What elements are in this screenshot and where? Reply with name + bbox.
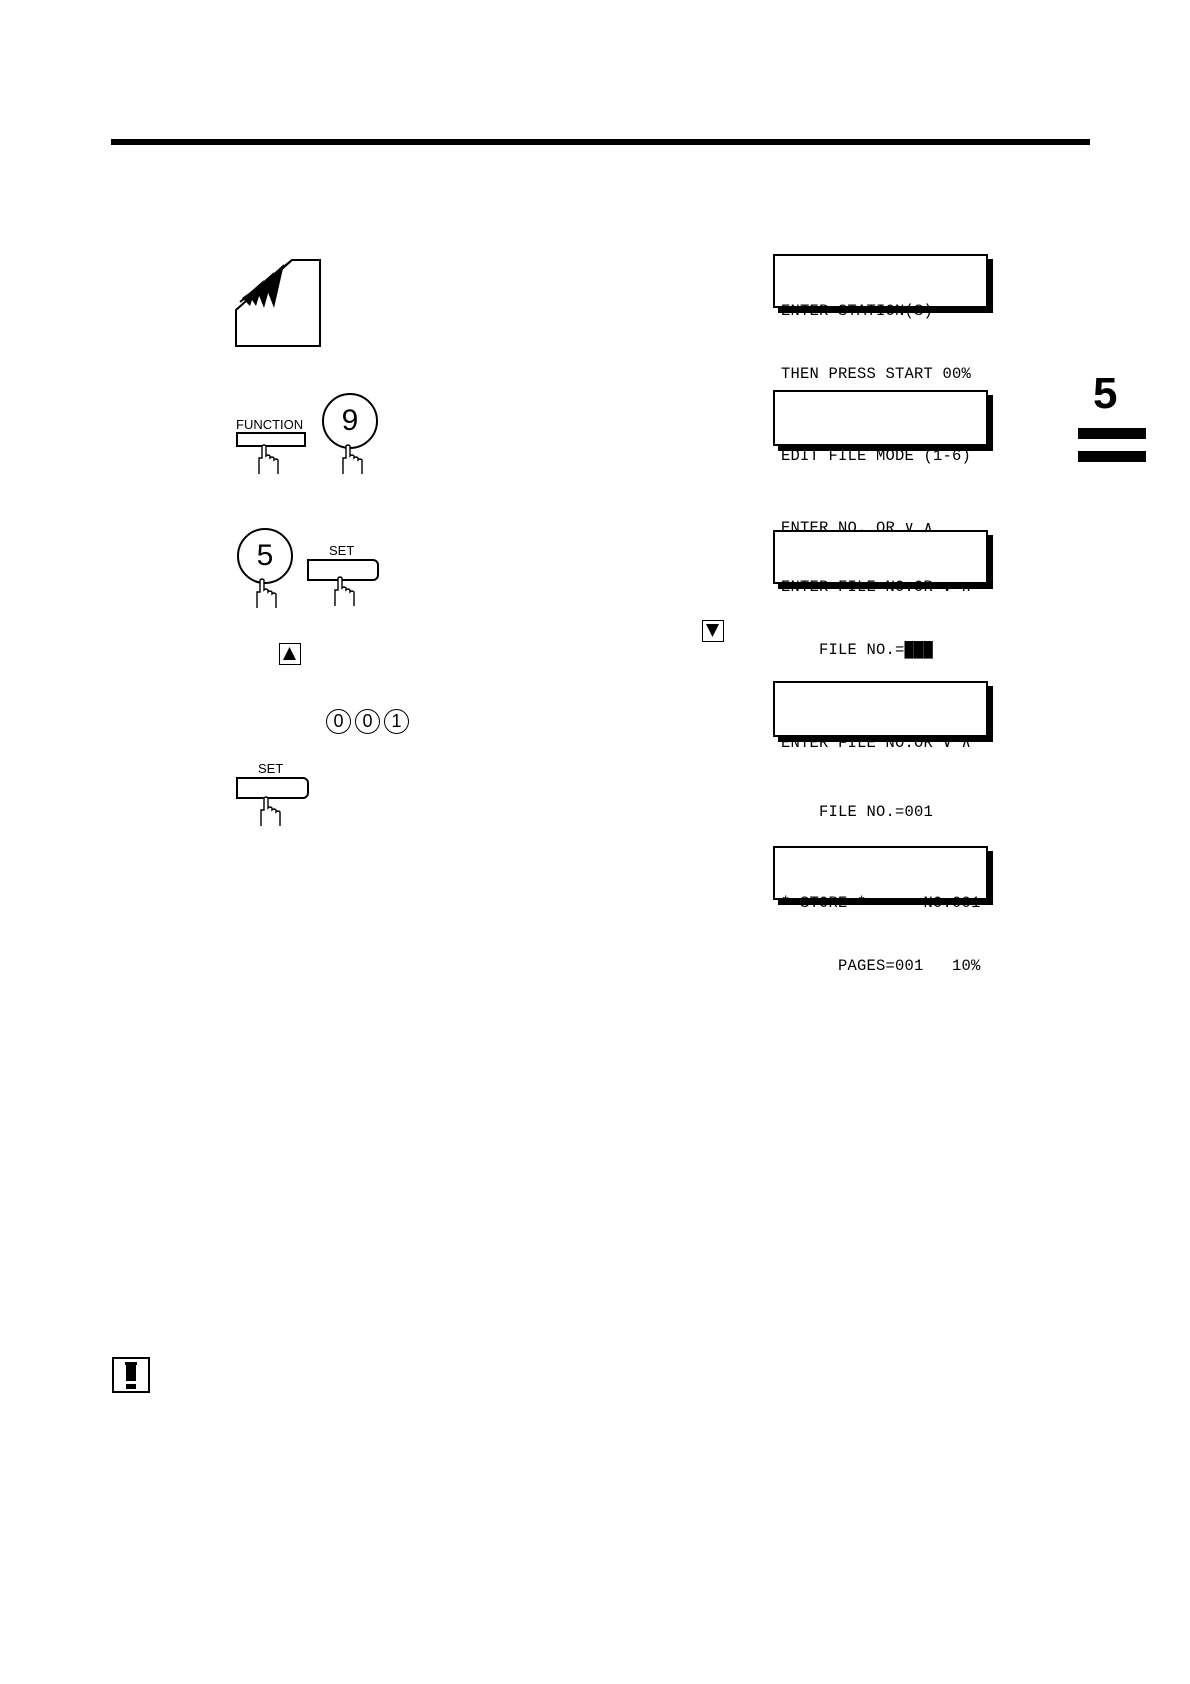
lcd-display-4: ENTER FILE NO.OR ∨ ∧ FILE NO.=001: [773, 681, 988, 821]
set-key[interactable]: [307, 559, 379, 581]
document-feed-icon: [235, 259, 321, 347]
lcd-line: FILE NO.=001: [781, 803, 934, 821]
function-key-label: FUNCTION: [236, 417, 304, 432]
digit-key-0-second[interactable]: 0: [355, 709, 380, 734]
pressing-hand-icon: [342, 444, 363, 474]
pressing-hand-icon: [260, 796, 281, 826]
set-key[interactable]: [236, 777, 309, 799]
exclamation-note-icon: [112, 1357, 150, 1393]
down-arrow-key-icon[interactable]: [702, 620, 724, 642]
function-key[interactable]: [236, 432, 306, 447]
five-key[interactable]: 5: [237, 528, 293, 584]
lcd-line: ENTER FILE NO.OR ∨ ∧: [781, 578, 972, 596]
header-rule: [111, 139, 1090, 145]
set-key-label: SET: [258, 761, 284, 776]
lcd-line: FILE NO.=███: [781, 641, 934, 659]
digit-key-0[interactable]: 0: [326, 709, 351, 734]
lcd-line: ENTER FILE NO.OR ∨ ∧: [781, 734, 972, 752]
digit-key-1[interactable]: 1: [384, 709, 409, 734]
chapter-bar-bottom: [1078, 451, 1146, 462]
lcd-line: EDIT FILE MODE (1-6): [781, 447, 972, 465]
pressing-hand-icon: [256, 578, 277, 608]
lcd-display-2: EDIT FILE MODE (1-6) ENTER NO. OR ∨ ∧: [773, 390, 988, 537]
lcd-display-1: ENTER STATION(S) THEN PRESS START 00%: [773, 254, 988, 383]
up-arrow-key-icon[interactable]: [279, 643, 301, 665]
nine-key[interactable]: 9: [322, 393, 378, 449]
pressing-hand-icon: [258, 444, 279, 474]
chapter-number: 5: [1093, 369, 1118, 418]
lcd-line: PAGES=001 10%: [781, 957, 981, 975]
lcd-line: THEN PRESS START 00%: [781, 365, 972, 383]
chapter-bar-top: [1078, 428, 1146, 439]
lcd-display-5: * STORE * NO.001 PAGES=001 10%: [773, 846, 988, 975]
lcd-line: ENTER STATION(S): [781, 302, 934, 320]
set-key-label: SET: [329, 543, 355, 558]
lcd-display-3: ENTER FILE NO.OR ∨ ∧ FILE NO.=███: [773, 530, 988, 659]
lcd-line: * STORE * NO.001: [781, 894, 981, 912]
pressing-hand-icon: [334, 576, 355, 606]
